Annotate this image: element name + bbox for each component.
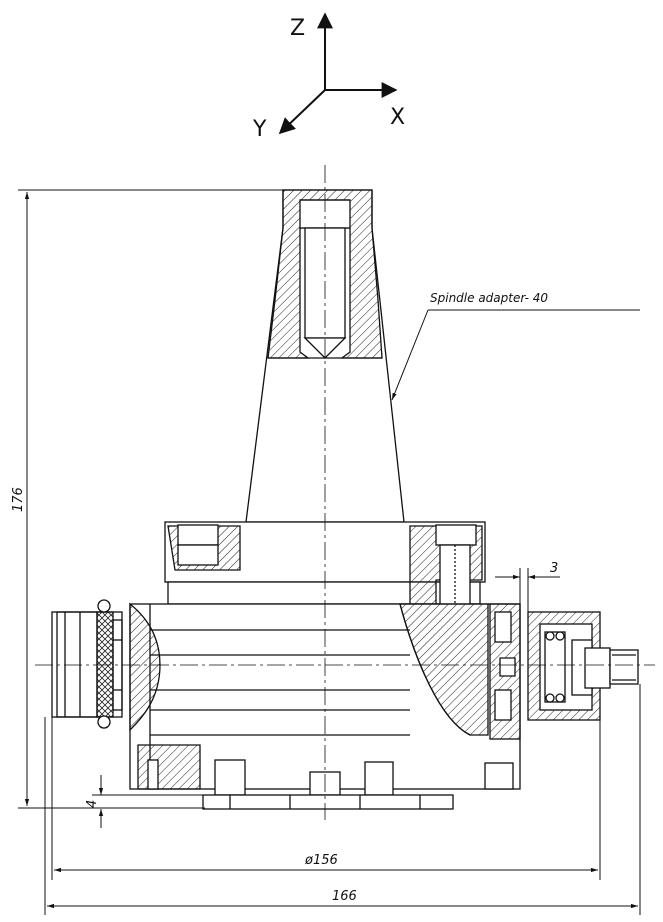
left-housing	[51, 599, 123, 729]
dimension-offset-small	[92, 775, 205, 828]
upper-flange	[164, 521, 486, 616]
y-axis-label: Y	[252, 117, 267, 142]
small-offset-label: 4	[85, 800, 100, 808]
coordinate-axes	[278, 12, 398, 135]
center-lines	[35, 165, 655, 820]
x-axis-label: X	[390, 105, 405, 130]
right-connector	[499, 611, 639, 721]
dimension-width	[44, 684, 641, 915]
width-dimension-label: 166	[332, 889, 357, 904]
bottom-detail	[202, 759, 514, 810]
z-axis-label: Z	[290, 16, 305, 41]
dimension-offset-right	[495, 568, 560, 612]
dimension-diameter	[51, 717, 601, 880]
spindle-adapter-label: Spindle adapter- 40	[430, 291, 548, 305]
right-offset-label: 3	[550, 561, 558, 576]
annotation-leader	[391, 309, 640, 401]
height-dimension-label: 176	[11, 487, 26, 512]
diameter-dimension-label: ø156	[304, 853, 338, 868]
dimension-height	[18, 189, 290, 809]
